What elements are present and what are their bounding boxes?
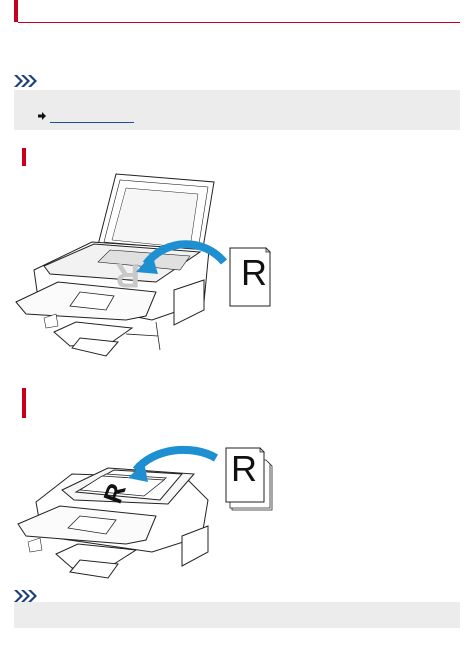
reference-link[interactable] — [50, 112, 134, 123]
note-chevrons-icon — [14, 75, 37, 87]
note-box — [14, 90, 460, 130]
sample-original-letter-1: R — [241, 252, 267, 293]
note-box-bottom — [14, 602, 460, 628]
page-header-accent-bar — [14, 0, 18, 22]
section-1-accent-bar — [22, 148, 26, 166]
section-2-accent-bar — [22, 388, 26, 418]
printer-adf-loading-illustration: R — [17, 445, 273, 579]
note-chevrons-icon — [14, 590, 37, 602]
svg-text:R: R — [115, 256, 140, 294]
page-header-rule — [18, 22, 460, 23]
printer-platen-loading-illustration: R — [15, 173, 271, 357]
sample-original-letter-2: R — [231, 448, 257, 489]
link-arrow-icon — [38, 112, 46, 120]
